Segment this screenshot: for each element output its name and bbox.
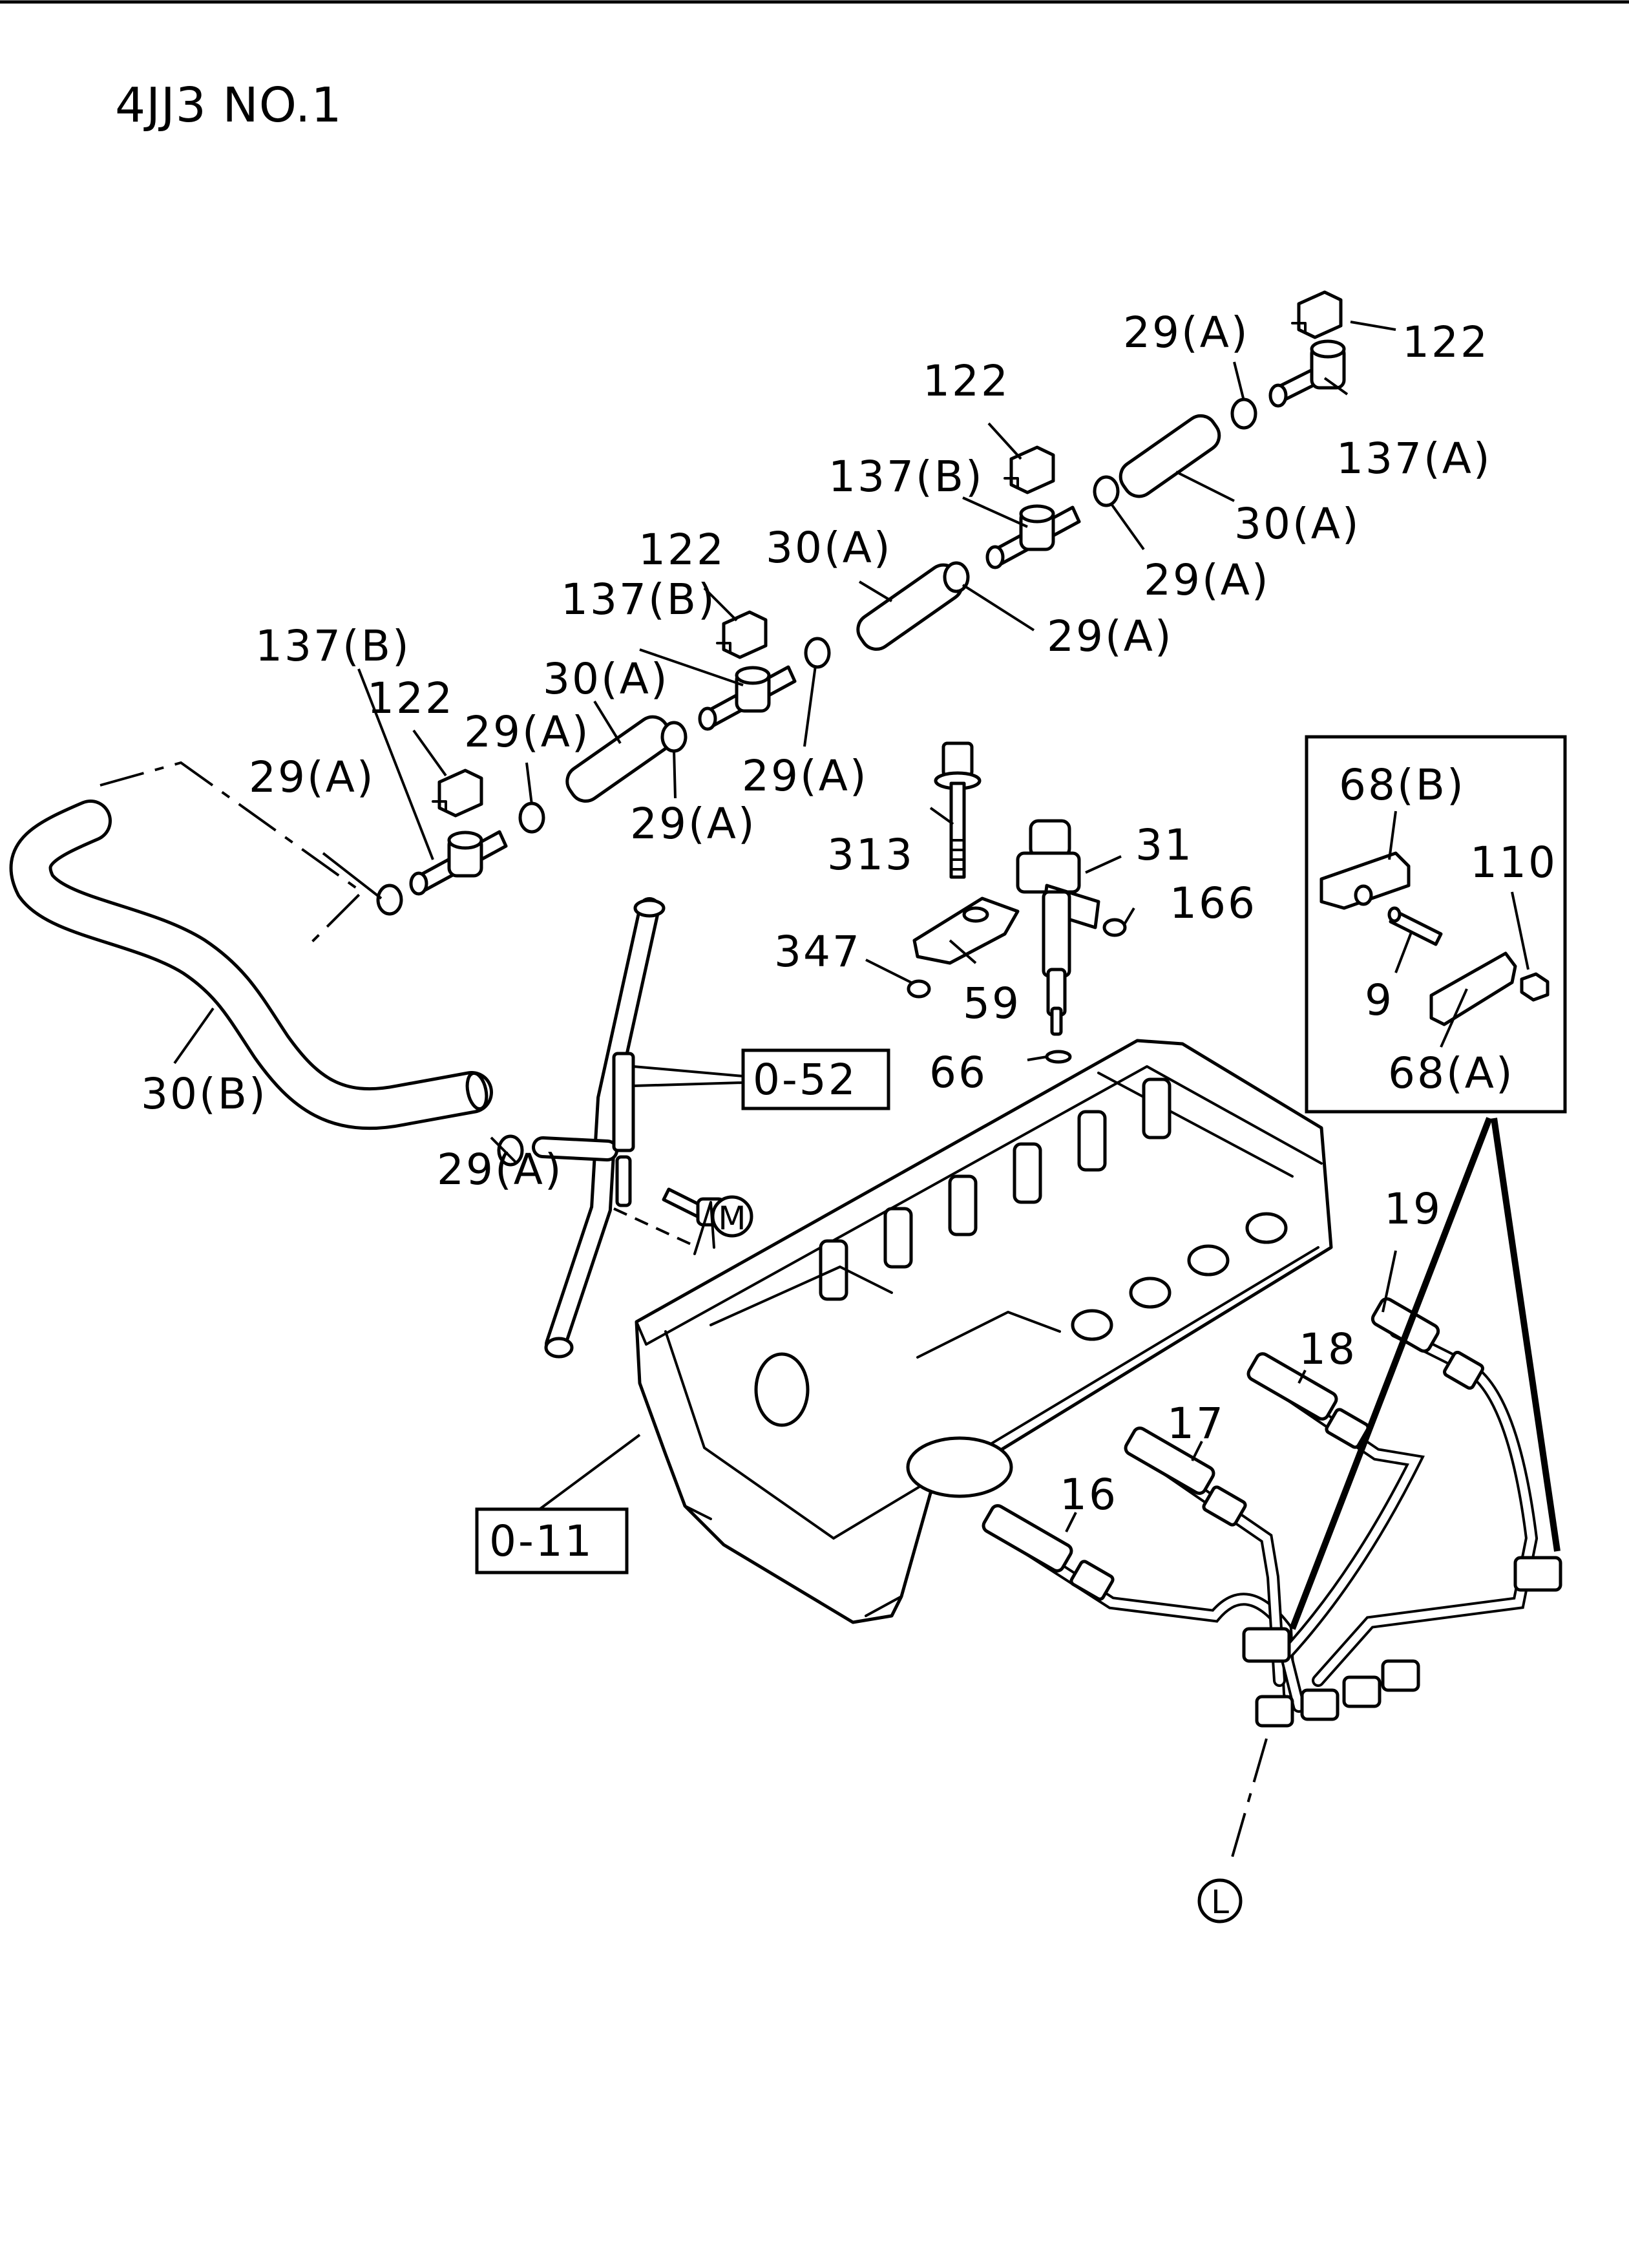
label-19: 19 (1384, 1184, 1442, 1234)
ref-box-0-11[interactable] (475, 1507, 629, 1574)
injector-bolt-313 (934, 741, 982, 879)
label-122: 122 (1402, 317, 1489, 367)
label-30a: 30(A) (543, 654, 669, 704)
gasket-66 (1045, 1050, 1072, 1064)
label-31: 31 (1135, 820, 1193, 870)
label-29a: 29(A) (437, 1145, 563, 1194)
label-leaders (173, 321, 1529, 1532)
ref-label-0-52: 0-52 (753, 1055, 857, 1105)
ref-box-0-52[interactable] (741, 1048, 890, 1110)
connector-137a (1268, 339, 1346, 408)
inset-leader-left (1289, 1117, 1493, 1630)
hose-30a-upper (1119, 414, 1221, 498)
inset-leader-right (1491, 1118, 1561, 1552)
hose-30b-end (465, 1071, 489, 1111)
label-29a: 29(A) (742, 751, 868, 801)
label-29a: 29(A) (1144, 555, 1270, 605)
circle-ref-m (711, 1195, 753, 1238)
label-137b: 137(B) (255, 621, 411, 671)
label-29a: 29(A) (464, 707, 591, 757)
clip-68a (1429, 951, 1517, 1026)
circle-ref-l (1197, 1878, 1243, 1924)
label-30a: 30(A) (766, 523, 892, 573)
label-313: 313 (827, 830, 914, 880)
label-122: 122 (638, 525, 726, 575)
connector-137b-middle (698, 665, 797, 731)
label-137b: 137(B) (828, 452, 984, 502)
leader-m-tick (693, 1201, 715, 1255)
hose-30b (12, 803, 490, 1127)
clamp-122 (1004, 445, 1055, 494)
leader-l (1230, 1738, 1268, 1862)
nut-347 (907, 979, 931, 999)
clip-29a (1093, 475, 1120, 507)
connector-137b-lower (409, 830, 508, 896)
label-122: 122 (367, 673, 454, 723)
fuel-pipe-16 (982, 1504, 1296, 1700)
hose-30b-leader (100, 761, 364, 945)
clip-29a (660, 721, 688, 753)
nut-110 (1520, 972, 1550, 1002)
clip-29a (943, 561, 970, 593)
circle-label-m: M (718, 1200, 746, 1237)
label-29a: 29(A) (1047, 611, 1173, 661)
stud-9 (1387, 906, 1443, 946)
label-29a: 29(A) (249, 752, 375, 802)
label-17: 17 (1167, 1399, 1225, 1448)
label-59: 59 (963, 979, 1021, 1028)
label-347: 347 (774, 927, 861, 977)
page-title: 4JJ3 NO.1 (115, 78, 342, 133)
label-9: 9 (1365, 975, 1394, 1025)
leak-off-pipe (532, 897, 666, 1359)
label-18: 18 (1299, 1324, 1357, 1374)
o-ring-166 (1102, 918, 1127, 937)
clamp-122 (716, 610, 768, 659)
inset-clamp-kit-box (1305, 735, 1567, 1114)
label-29a: 29(A) (1123, 308, 1250, 357)
clip-68b (1319, 851, 1411, 910)
fuel-pipe-18 (1246, 1352, 1425, 1713)
label-137a: 137(A) (1336, 434, 1492, 483)
pipe-clamps (1242, 1556, 1562, 1728)
label-68b: 68(B) (1339, 760, 1466, 810)
label-30b: 30(B) (141, 1069, 268, 1119)
leader-m (613, 1207, 699, 1249)
injector-31 (1016, 819, 1100, 1036)
label-137b: 137(B) (561, 575, 717, 624)
label-16: 16 (1060, 1470, 1118, 1520)
clip-29a (518, 801, 545, 834)
clamp-122 (432, 768, 483, 818)
label-30a: 30(A) (1234, 499, 1361, 549)
label-68a: 68(A) (1388, 1048, 1515, 1098)
cylinder-head (635, 1039, 1333, 1624)
connector-137b-upper (985, 504, 1081, 569)
label-166: 166 (1170, 878, 1257, 928)
ref-label-0-11: 0-11 (489, 1516, 594, 1566)
hose-30b-outline (9, 800, 493, 1130)
circle-label-l: L (1211, 1883, 1229, 1921)
clip-29a (1230, 397, 1257, 430)
clip-29a (804, 637, 831, 669)
injector-clamp-59 (912, 896, 1020, 965)
clamp-122 (1291, 290, 1343, 339)
label-110: 110 (1470, 838, 1557, 887)
label-66: 66 (929, 1048, 987, 1097)
label-122: 122 (923, 356, 1010, 406)
label-29a: 29(A) (630, 799, 757, 849)
clip-29a (376, 884, 403, 916)
clip-29a (497, 1134, 524, 1167)
